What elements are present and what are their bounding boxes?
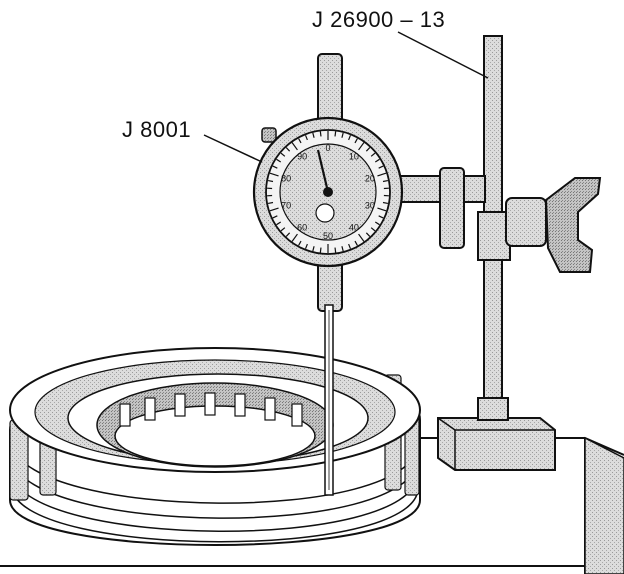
dial-numeral: 70	[281, 201, 291, 211]
dial-numeral: 50	[323, 231, 333, 241]
dial-numeral: 60	[297, 223, 307, 233]
work-surface	[0, 436, 624, 574]
clutter-pack	[9, 347, 421, 546]
dial-tick	[374, 221, 380, 226]
dial-tick	[272, 165, 278, 169]
dial-tick	[304, 135, 308, 141]
dial-tick	[348, 135, 352, 141]
post-clamp	[477, 177, 602, 273]
dial-tick	[280, 227, 286, 232]
dial-tick	[365, 232, 371, 237]
dial-tick	[374, 158, 380, 163]
leader-line-dial-indicator	[203, 134, 263, 163]
dial-tick	[285, 147, 291, 152]
dial-tick	[354, 240, 358, 246]
dial-tick	[312, 132, 315, 138]
dial-tick	[298, 138, 302, 144]
magnetic-base	[437, 417, 556, 471]
dial-tick	[377, 172, 387, 177]
dial-tick	[334, 247, 337, 253]
callout-dial-indicator: J 8001	[122, 117, 192, 142]
dial-numeral: 20	[365, 173, 375, 183]
dial-numeral: 80	[281, 173, 291, 183]
dial-tick	[382, 201, 389, 205]
dial-tick	[377, 207, 387, 212]
dial-numeral: 40	[349, 223, 359, 233]
dial-numeral: 10	[349, 151, 359, 161]
dial-tick	[269, 207, 279, 212]
dial-tick	[285, 232, 291, 237]
dial-tick	[334, 131, 337, 137]
dial-tick	[291, 142, 298, 151]
dial-tick	[358, 142, 365, 151]
dial-tick	[267, 201, 274, 205]
dial-indicator	[252, 53, 404, 496]
dial-tick	[348, 243, 352, 249]
dial-tick	[319, 247, 322, 253]
dial-tick	[304, 243, 308, 249]
dial-tick	[280, 152, 286, 157]
dial-tick	[267, 179, 274, 183]
indicator-arm	[389, 167, 486, 249]
dial-tick	[382, 179, 389, 183]
dial-tick	[354, 138, 358, 144]
dial-numeral: 90	[297, 151, 307, 161]
dial-tick	[276, 221, 282, 226]
dial-tick	[365, 147, 371, 152]
dial-tick	[272, 215, 278, 219]
dial-tick	[378, 165, 384, 169]
dial-tick	[291, 233, 298, 242]
dial-numeral: 30	[365, 201, 375, 211]
callout-indicator-stand: J 26900 – 13	[312, 7, 446, 32]
dial-tick	[319, 131, 322, 137]
dial-tick	[312, 246, 315, 252]
dial-numeral: 0	[325, 143, 330, 153]
dial-tick	[370, 227, 376, 232]
dial-tick	[276, 158, 282, 163]
dial-tick	[378, 215, 384, 219]
dial-tick	[341, 132, 344, 138]
leader-line-indicator-stand	[397, 31, 489, 79]
dial-tick	[370, 152, 376, 157]
dial-tick	[269, 172, 279, 177]
dial-tick	[358, 233, 365, 242]
dial-tick	[298, 240, 302, 246]
dial-tick	[341, 246, 344, 252]
